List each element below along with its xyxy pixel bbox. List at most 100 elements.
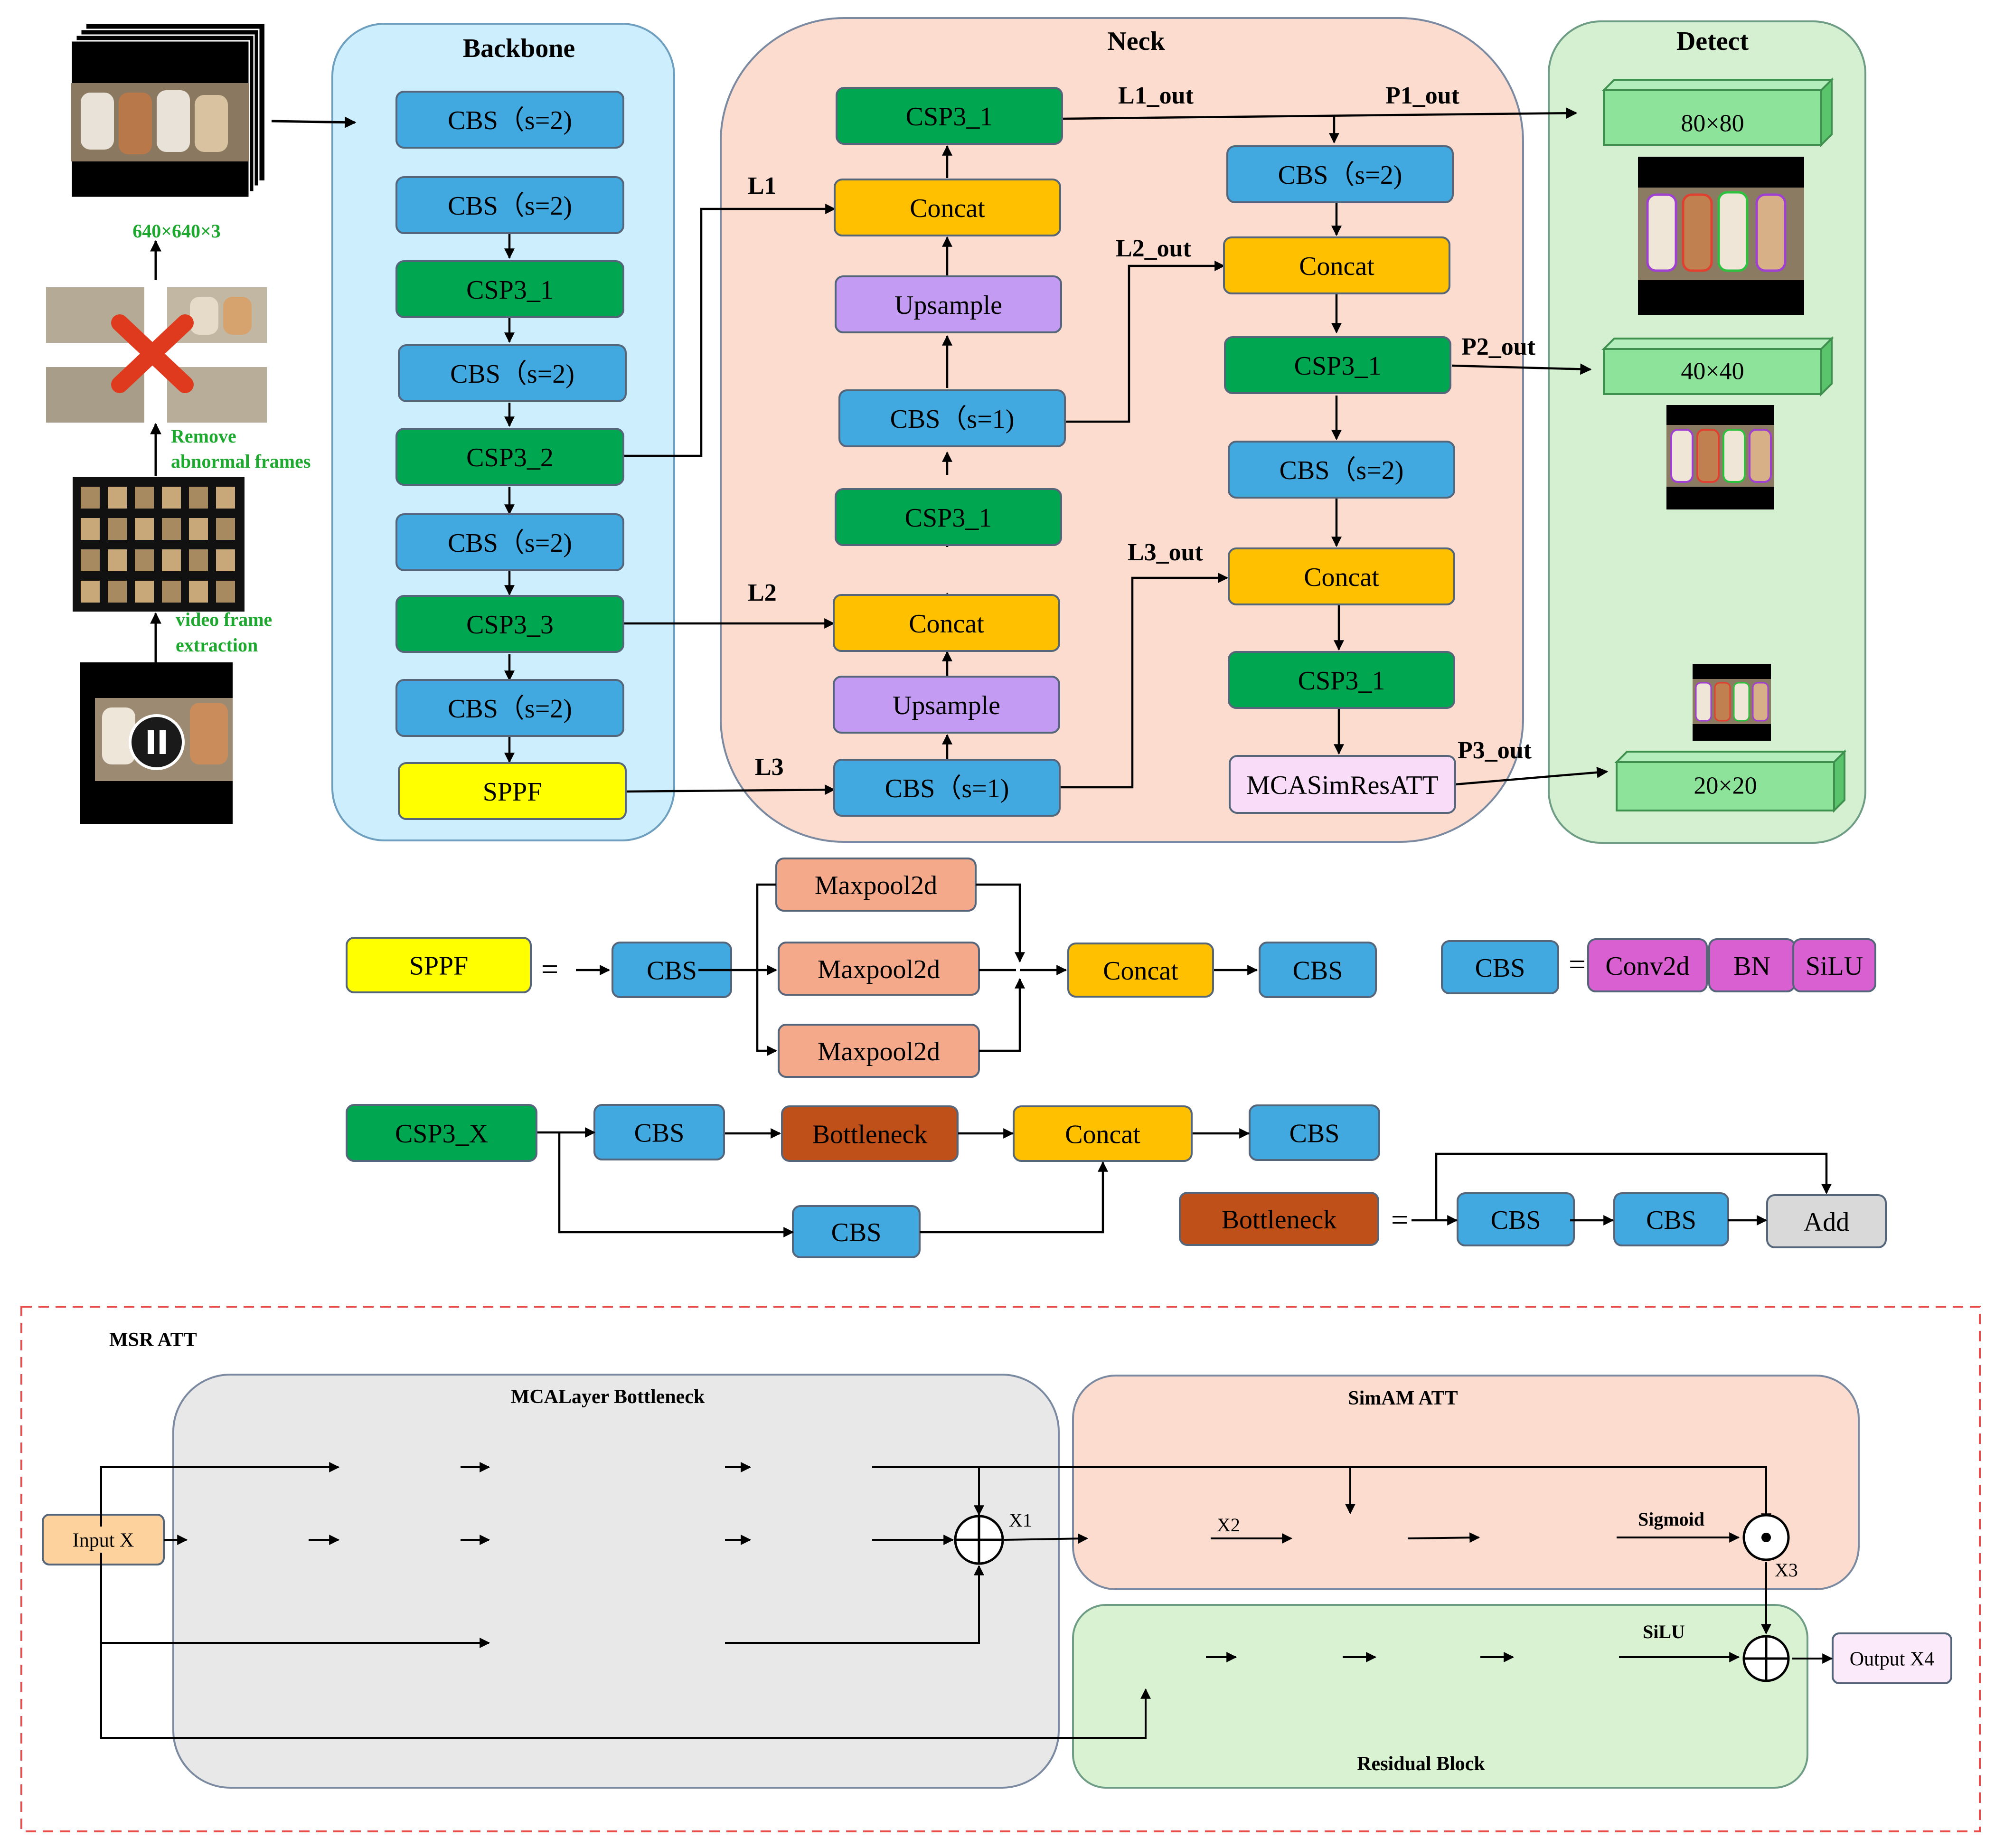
legend-sppf-cbs-2-box xyxy=(1259,942,1377,998)
frame-thumbnail xyxy=(135,549,154,571)
legend-maxpool-2-label: Maxpool2d xyxy=(818,955,940,984)
neck-cbs-s2-1-label: CBS（s=2) xyxy=(1278,160,1402,190)
neck-cbs-s2-2-box xyxy=(1228,441,1455,499)
frame-thumbnail xyxy=(108,581,127,603)
neck-title: Neck xyxy=(1107,27,1165,56)
p3-out-label: P3_out xyxy=(1458,737,1532,764)
neck-upsample-1-label: Upsample xyxy=(894,291,1002,320)
neck-csp3-r2-label: CSP3_1 xyxy=(1298,666,1385,696)
legend-csp3x-box xyxy=(346,1104,537,1162)
neck-cbs-2-label: CBS（s=1) xyxy=(885,774,1009,803)
detect-image-3 xyxy=(1693,664,1771,741)
legend-sppf-concat: Concat xyxy=(1067,943,1214,998)
frame-thumbnail xyxy=(162,581,181,603)
legend-csp-cbs-2-label: CBS xyxy=(1289,1119,1340,1149)
detect-20-box: 20×20 xyxy=(1614,749,1847,813)
neck-csp3-top-box xyxy=(836,87,1063,145)
neck-cbs-1: CBS（s=1) xyxy=(838,389,1066,447)
legend-sppf-cbs-1-label: CBS xyxy=(647,956,697,986)
neck-csp3-r1-box xyxy=(1224,336,1451,394)
legend-sppf-concat-label: Concat xyxy=(1103,956,1178,986)
frame-thumbnail xyxy=(162,549,181,571)
preprocess-arrows xyxy=(150,116,357,662)
l3-label: L3 xyxy=(755,754,784,781)
backbone-cbs-2-label: CBS（s=2) xyxy=(448,191,572,221)
neck-concat-2: Concat xyxy=(833,594,1060,652)
legend-sppf-label: SPPF xyxy=(409,952,469,981)
legend-sppf-cbs-2: CBS xyxy=(1259,942,1377,998)
backbone-sppf-box xyxy=(398,762,627,820)
legend-sppf-concat-box xyxy=(1067,943,1214,998)
neck-cbs-2: CBS（s=1) xyxy=(833,759,1061,817)
neck-concat-4: Concat xyxy=(1228,547,1455,605)
neck-csp3-mid-label: CSP3_1 xyxy=(905,503,992,533)
detect-20-label: 20×20 xyxy=(1694,773,1757,800)
frame-thumbnail xyxy=(216,549,235,571)
legend-bn-label: BN xyxy=(1733,952,1770,981)
neck-mcasimresatt-label: MCASimResATT xyxy=(1246,771,1439,800)
neck-csp3-top: CSP3_1 xyxy=(836,87,1063,145)
legend-sppf-box xyxy=(346,937,532,993)
remove-cross-icon xyxy=(111,314,194,393)
backbone-cbs-3: CBS（s=2) xyxy=(398,344,627,402)
frame-thumbnail xyxy=(189,549,208,571)
frame-thumbnail xyxy=(162,518,181,540)
backbone-csp3-2-box xyxy=(395,428,624,486)
x1-label: X1 xyxy=(1009,1509,1032,1531)
legend-csp-cbs-3-label: CBS xyxy=(831,1218,882,1247)
frame-thumbnail xyxy=(108,487,127,509)
residual-block-panel xyxy=(1072,1604,1808,1789)
legend-bn-cbs-1: CBS xyxy=(1457,1192,1575,1246)
backbone-csp3-3-label: CSP3_3 xyxy=(466,610,554,640)
neck-csp3-mid: CSP3_1 xyxy=(835,488,1062,546)
neck-upsample-1-box xyxy=(835,275,1062,333)
backbone-cbs-5-box xyxy=(395,679,624,737)
legend-add-label: Add xyxy=(1804,1207,1849,1237)
neck-concat-1-box xyxy=(834,179,1061,236)
simam-title: SimAM ATT xyxy=(1348,1387,1458,1409)
remove-abnormal-label: Remove abnormal frames xyxy=(171,425,311,472)
legend-csp-cbs-2: CBS xyxy=(1249,1104,1380,1161)
neck-upsample-1: Upsample xyxy=(835,275,1062,333)
frame-thumbnail xyxy=(81,581,100,603)
msr-labels: X1 X2 X3 Sigmoid SiLU xyxy=(1009,1509,1798,1642)
neck-cbs-s2-2: CBS（s=2) xyxy=(1228,441,1455,499)
legend-csp3x-label: CSP3_X xyxy=(395,1119,488,1149)
msr-output-x4: Output X4 xyxy=(1832,1632,1952,1684)
legend-silu-label: SiLU xyxy=(1806,952,1863,981)
neck-concat-3: Concat xyxy=(1223,236,1450,294)
detect-80-box: 80×80 xyxy=(1601,77,1834,147)
frame-thumbnail xyxy=(135,487,154,509)
l3-out-label: L3_out xyxy=(1128,539,1204,566)
legend-cbs-box xyxy=(1441,940,1559,994)
legend-csp-cbs-3: CBS xyxy=(792,1205,921,1258)
legend-sppf: SPPF xyxy=(346,937,532,993)
neck-concat-2-box xyxy=(833,594,1060,652)
frame-thumbnail xyxy=(189,487,208,509)
detect-title: Detect xyxy=(1676,27,1749,56)
detect-40-label: 40×40 xyxy=(1681,358,1744,385)
simam-panel xyxy=(1072,1375,1860,1590)
neck-concat-1-label: Concat xyxy=(910,194,985,223)
backbone-csp3-1: CSP3_1 xyxy=(395,260,624,318)
neck-concat-1: Concat xyxy=(834,179,1061,236)
backbone-cbs-2: CBS（s=2) xyxy=(395,176,624,234)
legend-bn: BN xyxy=(1708,938,1796,992)
backbone-sppf: SPPF xyxy=(398,762,627,820)
msr-connectors xyxy=(100,1462,1833,1739)
legend-conv2d-label: Conv2d xyxy=(1605,952,1689,981)
detect-image-1 xyxy=(1638,157,1804,315)
l2-label: L2 xyxy=(748,579,777,606)
backbone-title: Backbone xyxy=(463,34,575,63)
residual-block-title: Residual Block xyxy=(1357,1753,1485,1775)
legend-csp-bottleneck-box xyxy=(781,1105,959,1162)
msr-att-title: MSR ATT xyxy=(109,1329,197,1351)
legend-bn-cbs-2-label: CBS xyxy=(1646,1206,1696,1235)
backbone-cbs-1-label: CBS（s=2) xyxy=(448,106,572,135)
backbone-csp3-3: CSP3_3 xyxy=(395,595,624,653)
video-player-image xyxy=(80,662,233,824)
legend-bn-cbs-1-label: CBS xyxy=(1491,1206,1541,1235)
legend-cbs-label: CBS xyxy=(1475,953,1525,983)
frame-thumbnail xyxy=(108,518,127,540)
legend-bottleneck: Bottleneck xyxy=(1179,1192,1379,1246)
